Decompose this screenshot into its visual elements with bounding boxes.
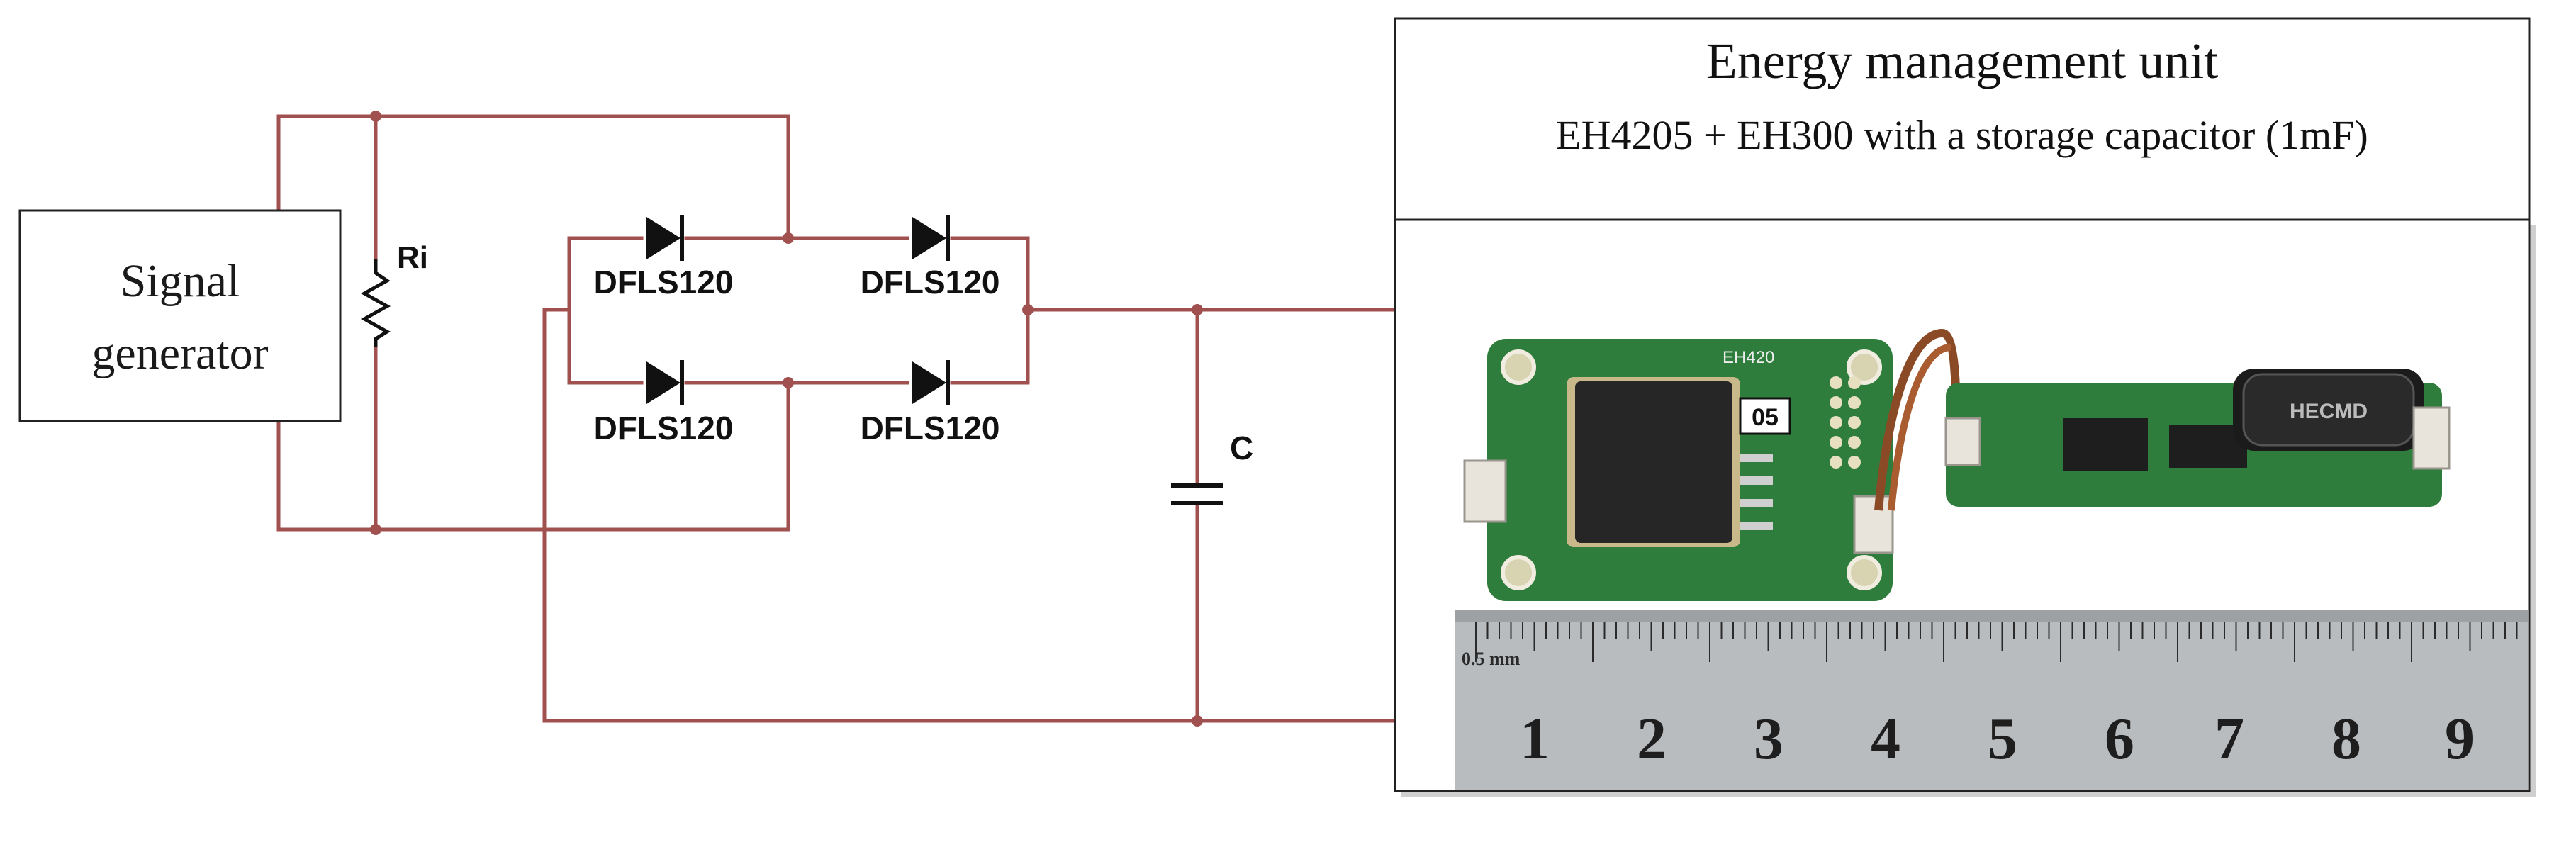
capacitor-label: C (1230, 430, 1253, 466)
ruler: 0.5 mm 1 2 3 4 5 6 7 8 9 (1455, 610, 2528, 790)
diode-top-right-label: DFLS120 (861, 264, 1000, 301)
mount-hole (1847, 349, 1882, 385)
transformer-pin (1740, 454, 1773, 462)
resistor-zigzag (360, 259, 391, 347)
eh300-connector (1944, 417, 1981, 466)
junction-dot (1192, 715, 1203, 727)
diode-bottom-left-label: DFLS120 (594, 410, 734, 447)
junction-dot (370, 524, 381, 535)
ruler-number: 4 (1871, 706, 1900, 772)
transformer-pin (1740, 499, 1773, 507)
ruler-shade (1455, 610, 2528, 622)
header-pads (1830, 376, 1861, 469)
signal-generator-box (18, 209, 342, 422)
junction-dot (1022, 304, 1034, 315)
junction-dot (370, 111, 381, 122)
header-pad (1848, 456, 1861, 469)
output-connector (1853, 495, 1894, 554)
mount-hole (1501, 555, 1536, 590)
eh300-board: HECMD (1944, 369, 2451, 507)
diode-bottom-right: DFLS120 (861, 360, 1000, 447)
diode-bottom-left: DFLS120 (594, 360, 734, 447)
ruler-number: 1 (1520, 706, 1550, 772)
wire-top-rail (276, 114, 790, 240)
diode-bottom-right-symbol (912, 361, 946, 404)
energy-management-unit: Energy management unit EH4205 + EH300 wi… (1394, 17, 2536, 797)
junction-dot (1192, 304, 1203, 315)
capacitor-c: C (1171, 430, 1253, 505)
signal-generator-line1: Signal (121, 255, 240, 307)
header-pad (1830, 376, 1842, 389)
header-pad (1830, 416, 1842, 429)
board-link-wire (1888, 344, 1951, 511)
header-pad (1830, 436, 1842, 449)
ruler-number: 7 (2214, 706, 2244, 772)
ruler-number: 9 (2445, 706, 2475, 772)
transformer-top (1575, 381, 1732, 543)
diode-bottom-left-symbol (646, 361, 681, 404)
board-silkscreen: EH420 (1723, 348, 1774, 367)
capacitor-brand: HECMD (2290, 400, 2368, 423)
emu-title: Energy management unit (1706, 33, 2218, 89)
mount-hole (1847, 555, 1882, 590)
ruler-number: 8 (2331, 706, 2361, 772)
header-pad (1830, 396, 1842, 409)
transformer-pin (1740, 522, 1773, 530)
wire-negative-return (542, 308, 1397, 723)
ruler-numbers: 1 2 3 4 5 6 7 8 9 (1520, 706, 2475, 772)
input-connector (1463, 459, 1507, 523)
diode-top-right-symbol (912, 217, 946, 259)
ruler-ticks (1475, 622, 2518, 662)
ruler-number: 2 (1637, 706, 1667, 772)
header-pad (1848, 396, 1861, 409)
junction-dot (783, 377, 794, 388)
junction-dots (370, 111, 1203, 727)
wire-bottom-rail (276, 381, 790, 532)
resistor-label: Ri (397, 240, 428, 275)
diode-top-left-symbol (646, 217, 681, 259)
signal-generator-line2: generator (91, 327, 268, 379)
ruler-unit: 0.5 mm (1462, 649, 1521, 669)
diode-top-left: DFLS120 (594, 215, 734, 301)
diode-top-right: DFLS120 (861, 215, 1000, 301)
resistor-ri: Ri (360, 240, 428, 347)
emu-subtitle: EH4205 + EH300 with a storage capacitor … (1556, 112, 2368, 158)
ruler-number: 3 (1754, 706, 1783, 772)
module-tag (1739, 397, 1791, 435)
ruler-body (1455, 610, 2528, 790)
header-pad (1848, 376, 1861, 389)
junction-dot (783, 232, 794, 244)
ic-chip (2063, 418, 2148, 471)
header-pad (1830, 456, 1842, 469)
mount-hole (1501, 349, 1536, 385)
ruler-number: 5 (1988, 706, 2017, 772)
header-pad (1848, 416, 1861, 429)
module-tag-text: 05 (1752, 404, 1779, 431)
signal-generator-block: Signal generator (18, 209, 342, 422)
diode-bottom-right-label: DFLS120 (861, 410, 1000, 447)
eh300-output-connector (2412, 406, 2451, 470)
transformer-pin (1740, 476, 1773, 485)
eh4205-board: EH420 05 (1463, 339, 1894, 601)
circuit-wires (276, 114, 1397, 723)
diode-top-left-label: DFLS120 (594, 264, 734, 301)
ruler-number: 6 (2105, 706, 2134, 772)
header-pad (1848, 436, 1861, 449)
